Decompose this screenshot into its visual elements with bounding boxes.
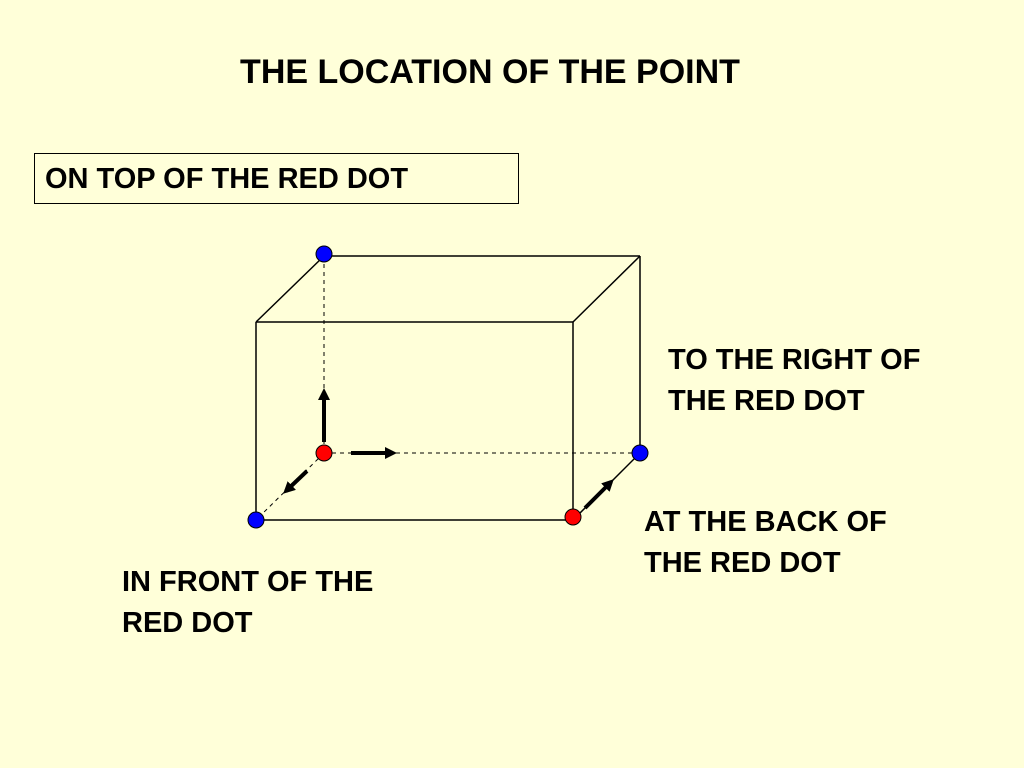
- top-label-box: ON TOP OF THE RED DOT: [34, 153, 519, 204]
- label-at-the-back: AT THE BACK OF THE RED DOT: [644, 502, 887, 584]
- label-front-line-1: IN FRONT OF THE: [122, 566, 374, 598]
- blue-dot-right: [631, 444, 649, 462]
- label-right-line-1: TO THE RIGHT OF: [668, 344, 921, 376]
- blue-dot-top: [315, 245, 333, 263]
- label-back-line-1: AT THE BACK OF: [644, 506, 887, 538]
- label-to-the-right: TO THE RIGHT OF THE RED DOT: [668, 340, 920, 422]
- cube-edge-top-right-diagonal: [572, 255, 641, 323]
- red-dot-center: [315, 444, 333, 462]
- blue-dot-front: [247, 511, 265, 529]
- label-right-line-2: THE RED DOT: [668, 385, 865, 417]
- red-dot-back: [564, 508, 582, 526]
- slide-title: THE LOCATION OF THE POINT: [240, 53, 740, 91]
- cube-edge-top-left-diagonal: [255, 255, 325, 323]
- label-back-line-2: THE RED DOT: [644, 547, 841, 579]
- label-front-line-2: RED DOT: [122, 607, 253, 639]
- arrow-back: [583, 479, 614, 510]
- label-in-front: IN FRONT OF THE RED DOT: [122, 562, 373, 644]
- arrow-front: [283, 469, 309, 494]
- label-on-top: ON TOP OF THE RED DOT: [45, 163, 409, 195]
